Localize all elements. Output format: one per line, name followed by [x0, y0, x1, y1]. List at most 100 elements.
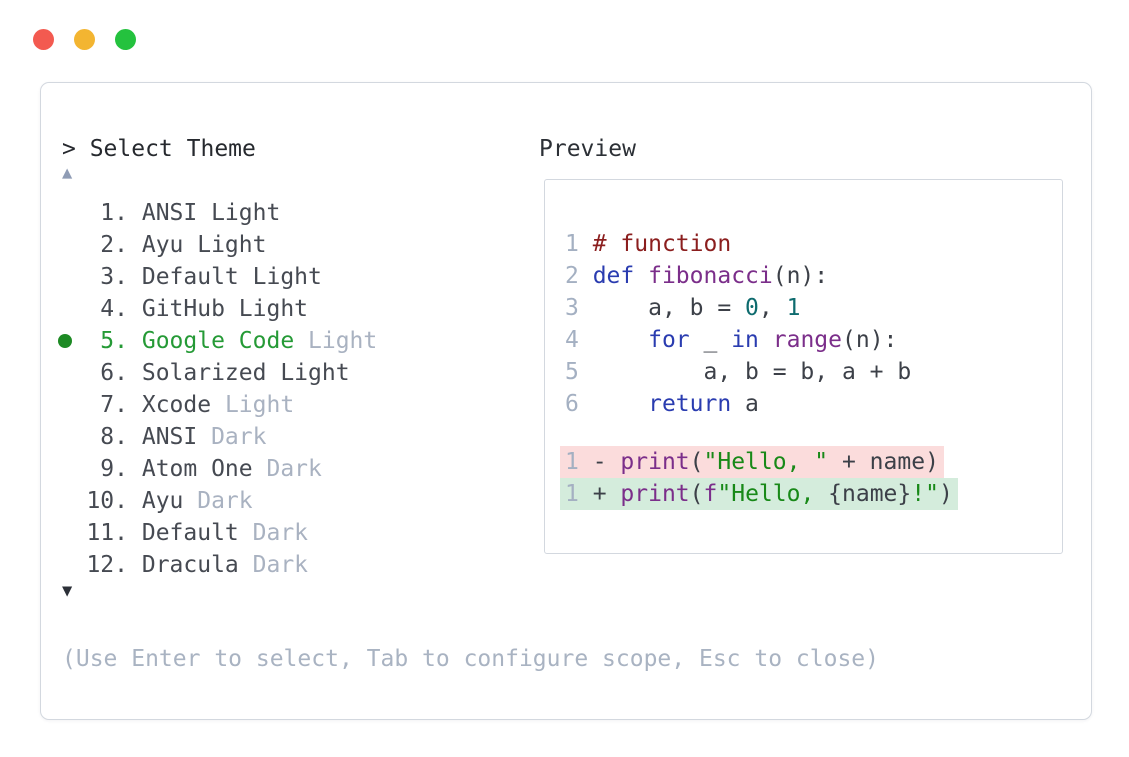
code-token-plain	[593, 391, 648, 417]
maximize-button[interactable]	[115, 29, 136, 50]
theme-item-name: ANSI	[141, 424, 198, 450]
scroll-up-icon[interactable]: ▲	[62, 163, 73, 183]
theme-item-name: Default	[141, 520, 239, 546]
code-token-plain: {name}	[828, 481, 912, 507]
line-number: 4	[565, 327, 593, 353]
theme-list-item[interactable]: 11. Default Dark	[58, 517, 377, 549]
window-controls	[33, 29, 136, 50]
selected-bullet-icon	[58, 334, 86, 348]
code-token-plain: ,	[758, 295, 787, 321]
preview-label: Preview	[539, 136, 636, 162]
theme-item-variant: Light	[224, 392, 295, 418]
code-token-keyword: in	[731, 327, 759, 353]
theme-item-number: 10.	[86, 488, 128, 514]
line-number: 1	[565, 481, 593, 507]
theme-item-number: 4.	[100, 296, 128, 322]
theme-item-name: ANSI Light	[141, 200, 281, 226]
line-number: 1	[565, 449, 593, 475]
code-token-title: fibonacci	[648, 263, 773, 289]
theme-list-item[interactable]: 6. Solarized Light	[58, 357, 377, 389]
code-line: 4 for _ in range(n):	[565, 324, 1062, 356]
diff-highlight: 1 + print(f"Hello, {name}!")	[560, 478, 958, 510]
code-token-plain: + name)	[828, 449, 939, 475]
code-line: 6 return a	[565, 388, 1062, 420]
code-token-plain: (n):	[842, 327, 898, 353]
prompt-title: > Select Theme	[62, 136, 256, 162]
blank-line	[565, 420, 1062, 446]
line-number: 5	[565, 359, 593, 385]
theme-item-number: 9.	[100, 456, 128, 482]
code-token-keyword: def	[592, 263, 635, 289]
code-token-number: 0	[745, 295, 759, 321]
code-token-keyword: return	[648, 391, 732, 417]
code-token-title: range	[772, 327, 842, 353]
hint-text: (Use Enter to select, Tab to configure s…	[62, 646, 879, 672]
theme-item-name: Default Light	[141, 264, 322, 290]
theme-item-number: 6.	[100, 360, 128, 386]
code-token-string: !"	[911, 481, 939, 507]
line-number: 1	[565, 231, 593, 257]
theme-item-name: Google Code	[141, 328, 295, 354]
theme-item-variant: Dark	[211, 424, 267, 450]
code-token-string: "Hello,	[717, 481, 829, 507]
line-number: 3	[565, 295, 593, 321]
theme-item-variant: Dark	[252, 520, 309, 546]
code-token-title: print	[620, 449, 690, 475]
code-token-number: 1	[786, 295, 801, 321]
code-token-string: "Hello, "	[703, 449, 829, 475]
theme-item-name: Dracula	[141, 552, 239, 578]
code-token-plain	[759, 327, 773, 353]
theme-item-variant: Dark	[197, 488, 253, 514]
code-token-plain: -	[592, 449, 621, 475]
diff-line-removed: 1 - print("Hello, " + name)	[560, 446, 1062, 478]
code-line: 1 # function	[565, 228, 1062, 260]
code-token-plain: )	[938, 481, 953, 507]
theme-list-item[interactable]: 2. Ayu Light	[58, 229, 377, 261]
theme-item-number: 2.	[100, 232, 128, 258]
theme-list-item[interactable]: 4. GitHub Light	[58, 293, 377, 325]
theme-list-item[interactable]: 10. Ayu Dark	[58, 485, 377, 517]
theme-item-name: GitHub Light	[141, 296, 309, 322]
code-token-comment: # function	[592, 231, 732, 257]
theme-item-number: 5.	[100, 328, 128, 354]
line-number: 2	[565, 263, 593, 289]
scroll-down-icon[interactable]: ▼	[62, 581, 73, 601]
theme-list-item[interactable]: 1. ANSI Light	[58, 197, 377, 229]
diff-line-added: 1 + print(f"Hello, {name}!")	[560, 478, 1062, 510]
code-token-plain: _	[689, 327, 732, 353]
theme-list-item[interactable]: 3.Default Light	[58, 261, 377, 293]
theme-item-number: 1.	[100, 200, 128, 226]
code-line: 3 a, b = 0, 1	[565, 292, 1062, 324]
close-button[interactable]	[33, 29, 54, 50]
code-token-plain: a	[731, 391, 759, 417]
diff-highlight: 1 - print("Hello, " + name)	[560, 446, 944, 478]
theme-item-name: Ayu Light	[141, 232, 267, 258]
theme-list-item[interactable]: 9. Atom One Dark	[58, 453, 377, 485]
line-number: 6	[565, 391, 593, 417]
code-line: 2 def fibonacci(n):	[565, 260, 1062, 292]
theme-item-variant: Dark	[266, 456, 322, 482]
theme-selector-window: > Select Theme ▲ 1. ANSI Light 2. Ayu Light…	[40, 82, 1092, 720]
code-token-plain: (	[689, 449, 704, 475]
theme-item-variant: Dark	[252, 552, 309, 578]
minimize-button[interactable]	[74, 29, 95, 50]
code-token-plain: a, b = b, a + b	[592, 359, 912, 385]
code-token-plain: +	[592, 481, 621, 507]
code-token-plain: (	[689, 481, 704, 507]
theme-item-number: 7.	[100, 392, 128, 418]
code-token-plain	[634, 263, 648, 289]
code-token-plain: (n):	[772, 263, 829, 289]
theme-item-name: Solarized Light	[141, 360, 350, 386]
theme-item-number: 8.	[100, 424, 128, 450]
theme-list-item[interactable]: 8. ANSI Dark	[58, 421, 377, 453]
theme-item-name: Atom One	[141, 456, 253, 482]
theme-item-number: 11.	[86, 520, 128, 546]
theme-item-name: Ayu	[141, 488, 184, 514]
